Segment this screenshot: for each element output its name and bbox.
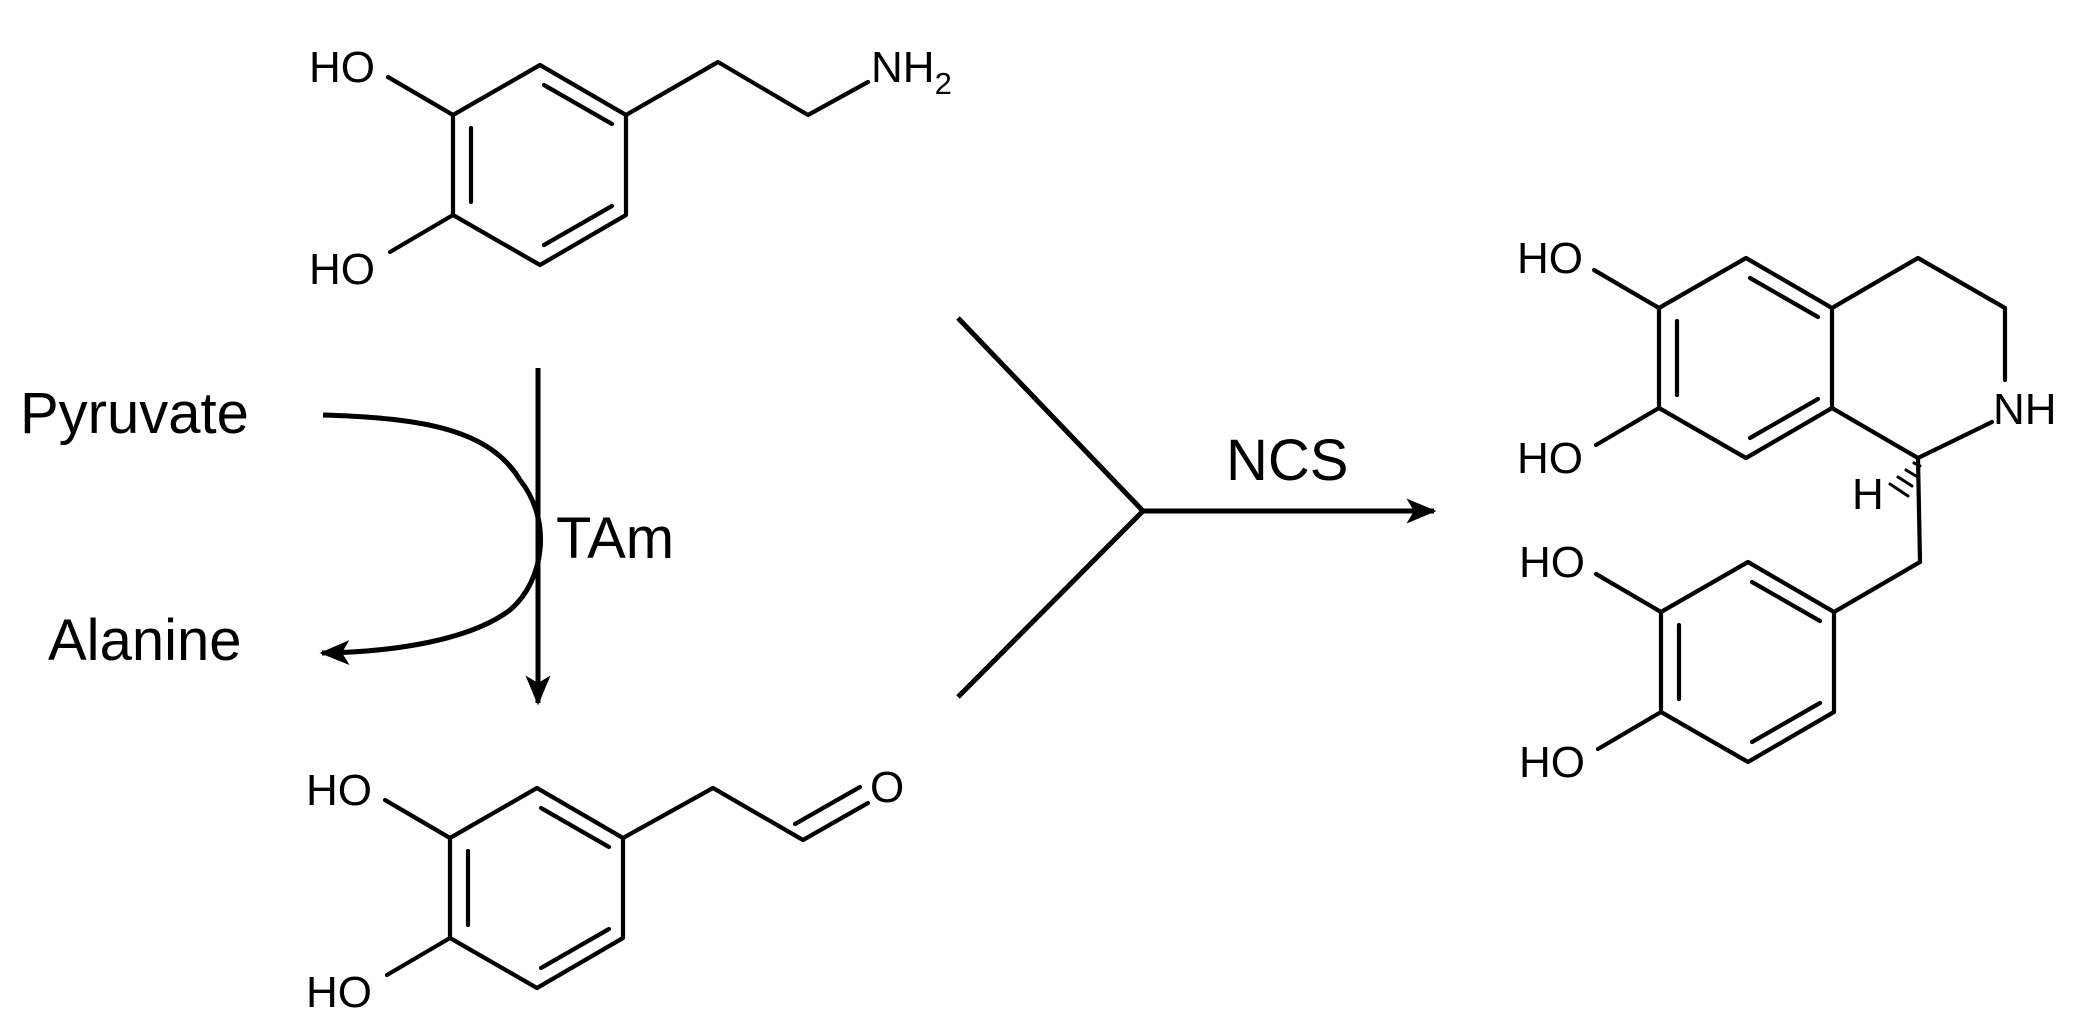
product-hashed-wedge <box>1888 461 1922 498</box>
aldehyde-structure: HO HO O <box>306 763 904 1017</box>
product-benzyl-bond-1 <box>1915 455 1923 565</box>
product-oh-4-label: HO <box>1519 738 1585 787</box>
dopamine-ring-double-1 <box>541 82 615 127</box>
aldehyde-oh-top-label: HO <box>306 766 372 815</box>
transamination-step: Pyruvate Alanine TAm <box>20 368 674 706</box>
product-structure: HO HO NH H HO HO <box>1517 234 2057 787</box>
product-oh-3-label: HO <box>1519 538 1585 587</box>
product-nh-label: NH <box>1993 385 2057 434</box>
dopamine-amine-label: NH2 <box>871 43 952 101</box>
dopamine-side-chain <box>623 59 871 118</box>
aldehyde-ring-double-1 <box>538 805 612 850</box>
dopamine-oh-bottom-label: HO <box>309 245 375 294</box>
product-piperidine-ring <box>1829 255 2008 383</box>
dopamine-ring <box>450 62 629 268</box>
product-oh-bond-4 <box>1595 709 1664 752</box>
product-aromatic-double-1 <box>1747 275 1821 320</box>
product-oh-1-label: HO <box>1517 234 1583 283</box>
tam-enzyme-label: TAm <box>556 506 674 571</box>
aldehyde-side-chain <box>620 785 806 843</box>
product-catechol-double-2 <box>1749 700 1823 745</box>
product-oh-bond-1 <box>1591 267 1662 311</box>
aldehyde-carbonyl-double <box>792 784 863 827</box>
dopamine-oh-top-label: HO <box>309 43 375 92</box>
product-benzyl-bond-2 <box>1831 559 1923 615</box>
aldehyde-oh-bond-bottom <box>384 935 453 978</box>
aldehyde-oh-bottom-label: HO <box>306 968 372 1017</box>
aldehyde-oh-bond-top <box>382 797 453 841</box>
aldehyde-carbonyl-bond <box>800 800 871 843</box>
pyruvate-label: Pyruvate <box>20 381 249 446</box>
ncs-enzyme-label: NCS <box>1226 428 1348 493</box>
product-nh-c1-bond <box>1915 419 1995 461</box>
alanine-label: Alanine <box>48 608 241 673</box>
product-h-label: H <box>1852 470 1884 519</box>
ncs-step: NCS <box>956 316 1437 699</box>
dopamine-oh-bond-top <box>385 74 456 118</box>
product-oh-2-label: HO <box>1517 434 1583 483</box>
product-catechol-double-1 <box>1749 579 1823 624</box>
product-aromatic-double-2 <box>1747 396 1821 441</box>
aldehyde-oxygen-label: O <box>870 763 904 812</box>
aldehyde-ring-double-2 <box>538 926 612 971</box>
dopamine-ring-double-2 <box>541 203 615 248</box>
ncs-lower-convergence-line <box>956 509 1145 699</box>
aldehyde-ring <box>447 785 626 991</box>
product-c1-ring-bond <box>1829 405 1921 461</box>
pyruvate-to-alanine-curved-arrow <box>319 412 543 666</box>
product-oh-bond-2 <box>1593 405 1662 448</box>
dopamine-oh-bond-bottom <box>387 212 456 255</box>
dopamine-structure: HO HO NH2 <box>309 43 952 294</box>
product-catechol-ring <box>1658 559 1837 765</box>
product-oh-bond-3 <box>1593 571 1664 615</box>
product-aromatic-ring <box>1656 255 1835 461</box>
ncs-upper-convergence-line <box>956 316 1145 513</box>
